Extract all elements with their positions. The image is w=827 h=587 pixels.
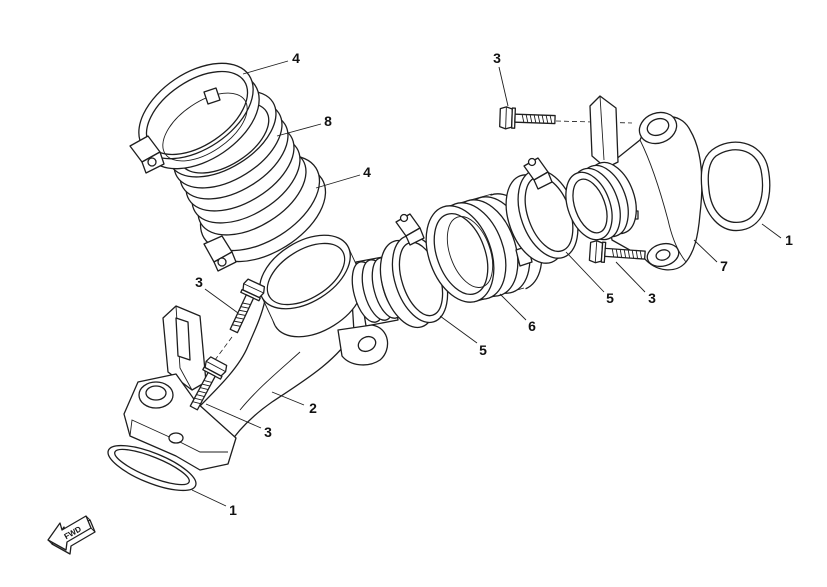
bolt-top — [499, 106, 556, 130]
callout-bolt-top: 3 — [493, 50, 501, 66]
callout-bolt-right: 3 — [648, 290, 656, 306]
leader-lines — [191, 60, 782, 507]
bolt-right — [588, 240, 646, 264]
callout-clamp-right: 5 — [606, 290, 614, 306]
callout-hose-clamp-mid: 4 — [363, 164, 371, 180]
bolt-left-upper — [229, 278, 266, 334]
callout-bolt-left-lower: 3 — [264, 424, 272, 440]
intake-manifold-left — [123, 234, 412, 471]
clamp-screw-housing — [129, 135, 165, 174]
clamp-right — [505, 157, 579, 264]
gasket-right — [700, 141, 771, 232]
callout-gasket-right: 1 — [785, 232, 793, 248]
callout-boot-center: 6 — [528, 318, 536, 334]
callouts: 4 8 4 3 3 1 7 5 3 6 5 2 3 1 — [195, 50, 793, 518]
callout-clamp-center: 5 — [479, 342, 487, 358]
boot-center — [425, 193, 543, 304]
clamp-screw-housing — [203, 235, 237, 272]
forward-direction-arrow: FWD — [47, 515, 96, 555]
clamp-center — [379, 213, 449, 329]
clamp-screw-housing — [395, 213, 425, 246]
callout-bolt-left-upper: 3 — [195, 274, 203, 290]
intake-manifold-right — [565, 95, 703, 271]
callout-intake-boot: 8 — [324, 113, 332, 129]
callout-gasket-left: 1 — [229, 502, 237, 518]
gasket-left — [107, 444, 197, 492]
hose-clamp-top — [129, 62, 260, 174]
callout-intake-manifold-left: 2 — [309, 400, 317, 416]
callout-intake-manifold-right: 7 — [720, 258, 728, 274]
callout-hose-clamp-top: 4 — [292, 50, 300, 66]
bolt-left-lower — [189, 356, 228, 411]
clamp-screw-housing — [523, 157, 553, 190]
